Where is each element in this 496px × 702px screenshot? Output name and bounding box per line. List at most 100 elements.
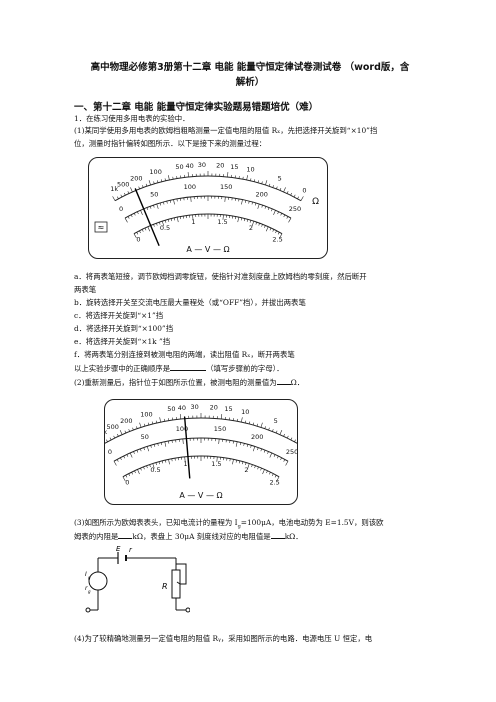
meter1-scale-tick: [255, 222, 257, 225]
option-e: e．将选择开关旋到“×1k ”挡: [74, 337, 171, 346]
document-title: 高中物理必修第3册第十二章 电能 能量守恒定律试卷测试卷 （word版，含 解析…: [70, 60, 430, 90]
resistance-30ua-blank[interactable]: [270, 530, 285, 539]
question-p4-line: (4)为了较精确地测量另一定值电阻的阻值 Rᵧ，采用如图所示的电路．电源电压 U…: [74, 634, 373, 643]
meter1-scale-tick: [222, 214, 224, 220]
meter1-scale-tick: [250, 178, 252, 181]
internal-resistance-blank[interactable]: [118, 530, 133, 539]
meter1-scale-tick: [283, 214, 286, 218]
meter1-lower-tick-label: 2: [249, 224, 253, 232]
meter1-scale-tick: [241, 199, 243, 205]
meter2-lower-tick-label: 1.5: [211, 460, 221, 468]
meter1-scale-tick: [276, 186, 278, 190]
meter2-scale-tick: [257, 447, 259, 451]
order-answer-blank[interactable]: [170, 362, 207, 371]
meter1-scale-tick: [173, 217, 176, 221]
meter1-lower-tick-label: 0.5: [160, 224, 170, 232]
meter2-current-tick-label: 200: [251, 433, 263, 441]
meter1-scale-tick: [300, 196, 304, 201]
meter2-lower-tick-label: 0.5: [150, 466, 160, 474]
meter2-scale-tick: [137, 469, 140, 475]
meter1-scale-tick: [288, 217, 292, 223]
meter1-scale-tick: [251, 221, 255, 227]
meter1-scale-tick: [124, 192, 126, 196]
meter1-scale-tick: [127, 191, 130, 194]
question-p2-post: Ω．: [290, 378, 305, 387]
meter2-scale-tick: [109, 437, 112, 441]
meter1-scale-tick: [283, 187, 286, 193]
meter2-scale-tick: [277, 455, 279, 459]
meter2-scale-tick: [165, 460, 167, 463]
meter2-scale-tick: [151, 421, 154, 425]
meter1-scale-tick: [159, 222, 161, 225]
meter1-scale-tick: [136, 232, 139, 235]
meter2-scale-tick: [179, 414, 182, 420]
option-a-line1: a．将两表笔短接，调节欧姆档调零旋钮，使指针对准刻度盘上欧姆档的零刻度，然后断开: [74, 272, 367, 281]
meter2-ohm-tick-label: 30: [190, 403, 198, 411]
meter2-scale-tick: [260, 422, 263, 428]
meter1-ohm-tick-label: 1k: [110, 185, 118, 193]
meter1-scale-tick: [176, 217, 179, 223]
meter1-scale-tick: [269, 227, 272, 231]
meter2-scale-tick: [244, 420, 247, 424]
galv-resistance-sub: g: [88, 589, 91, 594]
meter1-scale-tick: [286, 191, 289, 194]
multimeter-dial-2: 1k50020010050403020151050050100150200250…: [99, 399, 317, 505]
meter1-scale-tick: [279, 187, 282, 191]
meter2-scale-tick: [126, 454, 129, 457]
meter1-scale-tick: [251, 201, 253, 205]
meter2-scale-tick: [158, 461, 160, 465]
meter2-scale-tick: [263, 450, 266, 453]
galv-resistance-label: r: [85, 585, 88, 592]
meter1-scale-tick: [168, 175, 170, 181]
meter2-scale-tick: [106, 439, 108, 442]
meter2-lower-tick-label: 0: [125, 479, 129, 487]
question-p1-line1: (1)某同学使用多用电表的欧姆档粗略测量一定值电阻的阻值 Rₓ，先把选择开关旋到…: [74, 126, 378, 135]
question-p1-line2: 位，测量时指针偏转如图所示．以下是接下来的测量过程：: [74, 139, 267, 148]
question-p3-line2-post: kΩ．: [284, 532, 303, 541]
meter1-ac-box: [94, 221, 108, 233]
meter1-ohm-tick-label: 30: [198, 161, 206, 169]
question-intro: 1．在练习使用多用电表的实验中．: [74, 114, 190, 123]
meter1-scale-tick: [144, 227, 147, 231]
meter2-scale-tick: [216, 456, 218, 462]
resistance-answer-blank[interactable]: [276, 376, 291, 385]
meter2-ohm-tick-label: 50: [167, 405, 175, 413]
option-a-line2: 两表笔: [74, 285, 97, 294]
meter2-current-tick-label: 100: [176, 425, 188, 433]
meter1-scale-tick: [245, 200, 247, 203]
meter1-scale-tick: [133, 233, 137, 239]
meter2-scale-tick: [274, 475, 277, 478]
meter1-scale-tick: [261, 224, 263, 227]
meter1-scale-tick: [264, 225, 266, 228]
meter1-scale-tick: [246, 175, 248, 181]
meter2-scale-tick: [251, 464, 253, 468]
meter1-scale-tick: [237, 217, 240, 223]
meter2-scale-tick: [286, 435, 289, 439]
meter1-scale-tick: [112, 196, 116, 201]
meter1-scale-tick: [147, 226, 151, 232]
meter1-scale-tick: [156, 223, 158, 226]
meter2-scale-tick: [143, 447, 145, 451]
meter1-bottom-label: A — V — Ω: [186, 245, 229, 254]
meter2-scale-tick: [238, 460, 241, 464]
meter2-scale-tick: [128, 429, 130, 432]
meter1-scale-tick: [290, 192, 292, 196]
meter1-scale-tick: [130, 187, 133, 193]
meter1-scale-tick: [145, 183, 148, 187]
question-p3-line1-pre: (3)如图所示为欧姆表表头，已知电流计的量程为 I: [74, 518, 238, 527]
terminal-right: [185, 607, 190, 613]
meter2-scale-tick: [239, 442, 242, 446]
order-prompt-pre: 以上实验步骤中的正确顺序是: [74, 364, 171, 373]
meter1-scale-tick: [264, 206, 267, 209]
meter2-ohm-tick-label: 40: [178, 404, 186, 412]
meter2-scale-tick: [279, 429, 283, 435]
meter2-scale-tick: [267, 451, 269, 454]
meter2-scale-tick: [294, 439, 296, 442]
meter1-scale-tick: [140, 210, 143, 215]
meter2-scale-tick: [247, 463, 250, 469]
meter2-lower-tick-label: 2: [244, 466, 248, 474]
ohmmeter-circuit-diagram: E r I g r g R: [85, 546, 190, 613]
